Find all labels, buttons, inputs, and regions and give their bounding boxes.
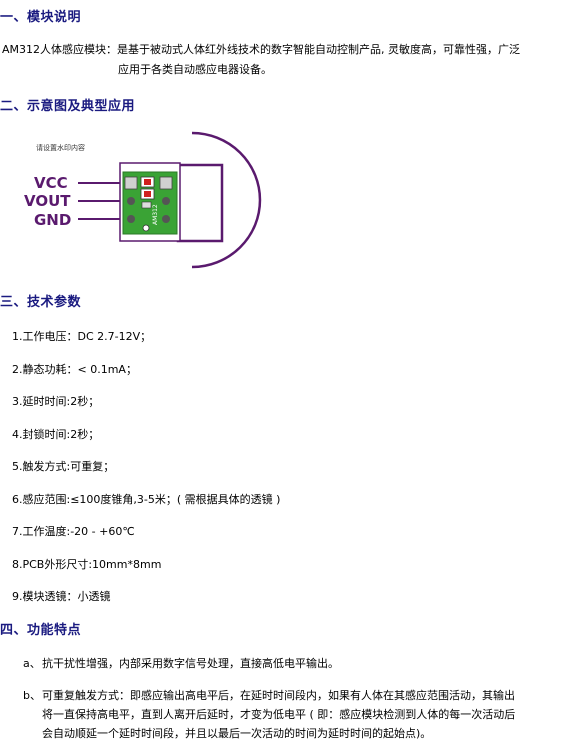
spec-item: 6.感应范围:≤100度锥角,3-5米；( 需根据具体的透镜 ) (12, 493, 281, 506)
feature-text-line: 将一直保持高电平，直到人离开后延时，才变为低电平 ( 即：感应模块检测到人体的每… (42, 708, 516, 721)
feature-item: a、 抗干扰性增强，内部采用数字信号处理，直接高低电平输出。 (23, 654, 339, 673)
intro-line-1: AM312人体感应模块：是基于被动式人体红外线技术的数字智能自动控制产品, 灵敏… (2, 43, 521, 56)
board-label: AM312 (152, 204, 159, 225)
feature-marker: b、 (23, 689, 41, 702)
spec-item: 3.延时时间:2秒； (12, 395, 100, 408)
sensor-body (176, 163, 224, 243)
feature-marker: a、 (23, 657, 41, 670)
section-heading-diagram: 二、示意图及典型应用 (0, 99, 136, 114)
pin-header-right (159, 176, 173, 223)
pin-label-vcc: VCC (34, 174, 68, 192)
pinout-diagram: 请设置水印内容 VCC VOUT GND AM312 (24, 131, 262, 269)
spec-item: 2.静态功耗：< 0.1mA； (12, 363, 137, 376)
watermark-text: 请设置水印内容 (36, 143, 85, 152)
spec-item: 9.模块透镜：小透镜 (12, 590, 111, 603)
pin-label-vout: VOUT (24, 192, 71, 210)
pin-label-gnd: GND (34, 211, 71, 229)
section-heading-features: 四、功能特点 (0, 623, 82, 638)
pin-wires (78, 182, 122, 220)
spec-item: 1.工作电压：DC 2.7-12V； (12, 330, 152, 343)
spec-item: 7.工作温度:-20 - +60℃ (12, 525, 135, 538)
pin-header-left (124, 176, 138, 223)
spec-item: 4.封锁时间:2秒； (12, 428, 100, 441)
feature-item: b、 可重复触发方式：即感应输出高电平后，在延时时间段内，如果有人体在其感应范围… (23, 686, 516, 743)
section-heading-module-description: 一、模块说明 (0, 10, 82, 25)
spec-item: 8.PCB外形尺寸:10mm*8mm (12, 558, 162, 571)
feature-text-line: 会自动顺延一个延时时间段，并且以最后一次活动的时间为延时时间的起始点)。 (42, 727, 432, 740)
intro-line-2: 应用于各类自动感应电器设备。 (118, 63, 272, 76)
jumper-pads (140, 176, 155, 232)
section-heading-specs: 三、技术参数 (0, 295, 82, 310)
spec-item: 5.触发方式:可重复； (12, 460, 115, 473)
feature-text-line: 抗干扰性增强，内部采用数字信号处理，直接高低电平输出。 (42, 657, 339, 670)
feature-text-line: 可重复触发方式：即感应输出高电平后，在延时时间段内，如果有人体在其感应范围活动，… (42, 689, 515, 702)
